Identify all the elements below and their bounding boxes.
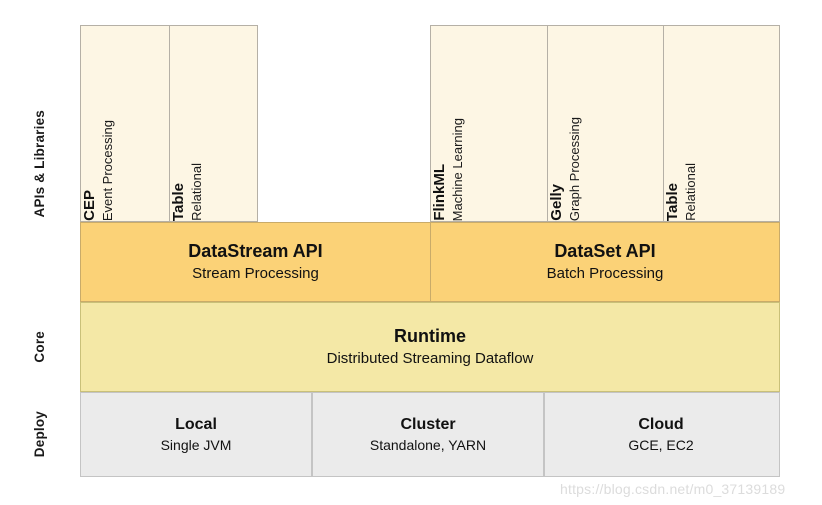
library-cell-cep[interactable]: CEP Event Processing [81,26,170,221]
deploy-cell-cluster-title: Cluster [400,416,456,433]
api-cell-datastream-title: DataStream API [188,240,323,261]
api-cell-dataset-subtitle: Batch Processing [546,265,664,283]
core-cell-runtime[interactable]: Runtime Distributed Streaming Dataflow [80,302,780,392]
axis-label-deploy-text: Deploy [32,411,48,458]
axis-label-deploy: Deploy [0,392,80,477]
deploy-cell-cluster-subtitle: Standalone, YARN [369,437,487,454]
deploy-cell-cloud[interactable]: Cloud GCE, EC2 [545,393,777,476]
core-cell-runtime-subtitle: Distributed Streaming Dataflow [326,350,534,368]
watermark-text: https://blog.csdn.net/m0_37139189 [560,481,786,497]
library-cell-gelly-title: Gelly [547,184,565,221]
api-cell-dataset[interactable]: DataSet API Batch Processing [430,222,780,302]
deploy-cell-local-subtitle: Single JVM [160,437,232,454]
deploy-cell-local-title: Local [175,416,217,433]
axis-label-apis-libraries-text: APIs & Libraries [32,109,48,218]
library-cell-table-stream-title: Table [169,182,187,221]
core-cell-runtime-title: Runtime [394,325,466,346]
deploy-cell-cluster[interactable]: Cluster Standalone, YARN [313,393,545,476]
deploy-cell-cloud-subtitle: GCE, EC2 [628,437,694,454]
api-cell-dataset-title: DataSet API [554,240,656,261]
axis-label-core: Core [0,302,80,392]
library-cell-flinkml[interactable]: FlinkML Machine Learning [431,26,548,221]
library-cell-flinkml-subtitle: Machine Learning [450,117,465,221]
api-cell-datastream[interactable]: DataStream API Stream Processing [80,222,430,302]
axis-label-core-text: Core [32,331,48,363]
library-cell-cep-title: CEP [81,190,98,221]
library-cell-gelly[interactable]: Gelly Graph Processing [548,26,665,221]
axis-label-apis-libraries: APIs & Libraries [0,25,80,302]
library-cell-table-batch[interactable]: Table Relational [664,26,779,221]
library-cell-gelly-subtitle: Graph Processing [566,116,582,221]
library-cell-flinkml-title: FlinkML [431,164,448,221]
deploy-row: Local Single JVM Cluster Standalone, YAR… [80,392,780,477]
deploy-cell-cloud-title: Cloud [638,416,684,433]
library-cell-table-batch-subtitle: Relational [683,163,699,221]
deploy-cell-local[interactable]: Local Single JVM [81,393,313,476]
library-cell-cep-subtitle: Event Processing [100,119,115,221]
library-cell-table-stream[interactable]: Table Relational [170,26,258,221]
library-cell-table-batch-title: Table [664,182,682,221]
library-cell-table-stream-subtitle: Relational [188,163,204,221]
library-group-batch: FlinkML Machine Learning Gelly Graph Pro… [430,25,780,222]
library-group-stream: CEP Event Processing Table Relational [80,25,258,222]
api-cell-datastream-subtitle: Stream Processing [192,265,319,283]
